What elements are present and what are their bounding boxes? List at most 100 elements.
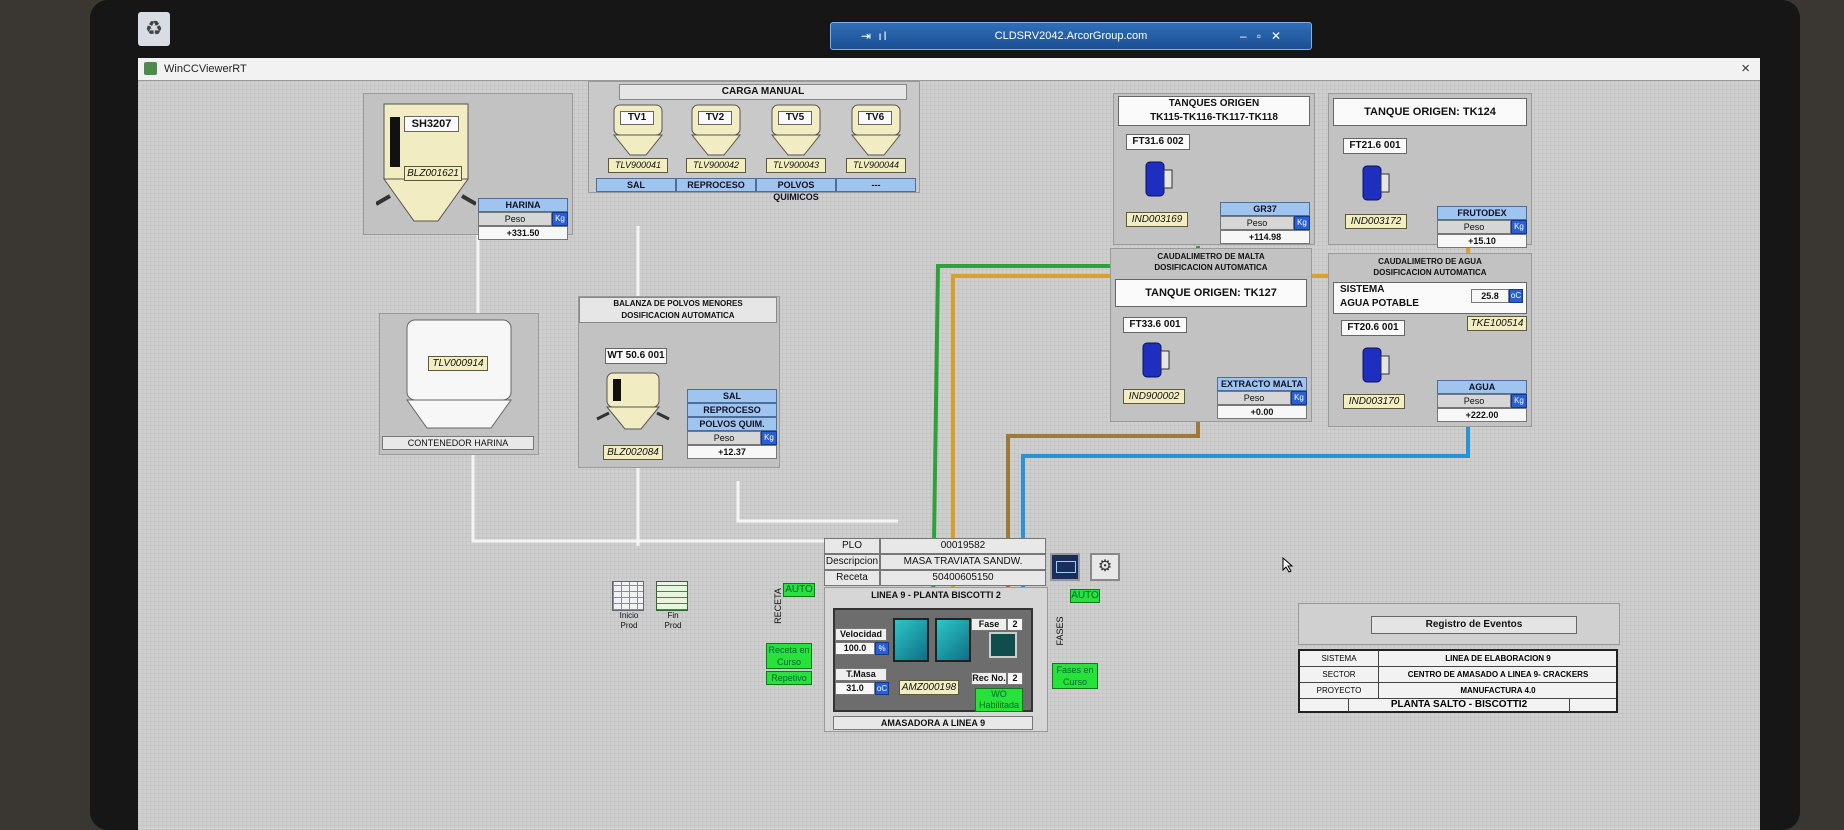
tank-tag[interactable]: TLV900041 (608, 158, 668, 173)
rdp-host: CLDSRV2042.ArcorGroup.com (994, 30, 1148, 42)
mixer-window-left (893, 618, 929, 662)
balanza-panel: BALANZA DE POLVOS MENORES DOSIFICACION A… (578, 296, 780, 468)
agua-peso-label: Peso (1437, 394, 1511, 408)
wo-line1: WO (991, 689, 1007, 699)
plo-value: 00019582 (880, 538, 1046, 554)
rec-label: Rec No. (971, 672, 1007, 685)
plant-name: PLANTA SALTO - BISCOTTI2 (1348, 698, 1570, 712)
agua-temp-tag[interactable]: TKE100514 (1467, 316, 1527, 331)
repetitivo-badge[interactable]: Repetivo (766, 671, 812, 685)
manual-tank-tv2[interactable]: TV2 TLV900042 (686, 103, 746, 173)
tk124-tag[interactable]: IND003172 (1345, 214, 1407, 229)
info-row: SECTOR CENTRO DE AMASADO A LINEA 9- CRAC… (1300, 667, 1616, 683)
info-key: PROYECTO (1300, 683, 1379, 698)
tk124-meter: FT21.6 001 (1343, 138, 1407, 154)
tk124-product: FRUTODEX (1437, 206, 1527, 220)
recycle-bin-icon[interactable]: ♻ (138, 12, 170, 46)
receta-auto-badge[interactable]: AUTO (783, 583, 815, 597)
balanza-peso-label: Peso (687, 431, 761, 445)
silo-tag[interactable]: BLZ001621 (404, 166, 462, 181)
malta-panel: CAUDALIMETRO DE MALTA DOSIFICACION AUTOM… (1110, 248, 1312, 422)
balanza-item-sal: SAL (687, 389, 777, 403)
info-key: SECTOR (1300, 667, 1379, 682)
flour-pipe-b (471, 451, 898, 543)
tk124-value: +15.10 (1437, 234, 1527, 248)
fases-en-curso: Fases en Curso (1052, 663, 1098, 689)
descripcion-value: MASA TRAVIATA SANDW. (880, 554, 1046, 570)
tanques1-product: GR37 (1220, 202, 1310, 216)
tk124-title: TANQUE ORIGEN: TK124 (1333, 98, 1527, 126)
tmasa-value: 31.0 (835, 682, 875, 695)
agua-value: +222.00 (1437, 408, 1527, 422)
balanza-hopper-icon[interactable] (595, 371, 671, 441)
container-icon[interactable] (405, 318, 513, 430)
malta-title-line1: CAUDALIMETRO DE MALTA (1157, 252, 1265, 261)
info-table: SISTEMA LINEA DE ELABORACION 9 SECTOR CE… (1298, 649, 1618, 713)
tank-tag[interactable]: TLV900043 (766, 158, 826, 173)
malta-tank: TANQUE ORIGEN: TK127 (1115, 279, 1307, 307)
wo-line2: Habilitada (978, 700, 1020, 710)
tanques1-value: +114.98 (1220, 230, 1310, 244)
flowmeter-icon[interactable] (1359, 344, 1393, 388)
wo-habilitada[interactable]: WO Habilitada (975, 688, 1023, 712)
malta-tag[interactable]: IND900002 (1123, 389, 1185, 404)
tank-name: TV5 (778, 111, 812, 125)
close-button[interactable]: × (1741, 60, 1750, 77)
balanza-title-line1: BALANZA DE POLVOS MENORES (613, 299, 743, 308)
malta-peso-label: Peso (1217, 391, 1291, 405)
blue-pipe (1021, 426, 1470, 611)
manual-tank-tv5[interactable]: TV5 TLV900043 (766, 103, 826, 173)
pin-icon[interactable]: ⇥ ıl (861, 29, 889, 43)
tank-name: TV1 (620, 111, 654, 125)
tanques1-meter: FT31.6 002 (1126, 134, 1190, 150)
info-key: SISTEMA (1300, 651, 1379, 666)
tanques1-tag[interactable]: IND003169 (1126, 212, 1188, 227)
settings-button[interactable]: ⚙ (1090, 553, 1120, 581)
info-value: CENTRO DE AMASADO A LINEA 9- CRACKERS (1407, 670, 1589, 679)
balanza-unit: Kg (761, 431, 777, 445)
agua-panel: CAUDALIMETRO DE AGUA DOSIFICACION AUTOMA… (1328, 253, 1532, 427)
balanza-tag[interactable]: BLZ002084 (603, 445, 663, 460)
fases-vertical-label: FASES (1055, 616, 1065, 646)
product-polvos-quimicos: POLVOS QUIMICOS (756, 178, 836, 202)
rdp-connection-bar[interactable]: ⇥ ıl CLDSRV2042.ArcorGroup.com –▫✕ (830, 22, 1312, 50)
agua-product: AGUA (1437, 380, 1527, 394)
eventos-panel: Registro de Eventos (1298, 603, 1620, 645)
info-value: MANUFACTURA 4.0 (1460, 686, 1536, 695)
product-reproceso: REPROCESO (676, 178, 756, 192)
malta-title-line2: DOSIFICACION AUTOMATICA (1154, 263, 1268, 272)
process-canvas: SH3207 BLZ001621 HARINA Peso Kg +331.50 … (138, 81, 1760, 830)
tank-tag[interactable]: TLV900044 (846, 158, 906, 173)
tmasa-label: T.Masa (835, 668, 887, 681)
brown-pipe (1006, 421, 1200, 611)
carga-manual-title: CARGA MANUAL (619, 84, 907, 100)
contenedor-tag[interactable]: TLV000914 (428, 356, 488, 371)
rdp-window-controls[interactable]: –▫✕ (1240, 29, 1291, 43)
tanques-origen-1-panel: TANQUES ORIGEN TK115-TK116-TK117-TK118 F… (1113, 93, 1315, 245)
inicio-prod-button[interactable]: Inicio Prod (612, 581, 646, 641)
tank-tag[interactable]: TLV900042 (686, 158, 746, 173)
flowmeter-icon[interactable] (1142, 158, 1176, 202)
harina-unit: Kg (552, 212, 568, 226)
mixer-screen (989, 632, 1017, 658)
malta-product: EXTRACTO MALTA (1217, 377, 1307, 391)
mixer-tag[interactable]: AMZ000198 (899, 680, 959, 695)
manual-tank-tv6[interactable]: TV6 TLV900044 (846, 103, 906, 173)
fin-prod-button[interactable]: Fin Prod (656, 581, 690, 641)
balanza-meter: WT 50.6 001 (605, 348, 667, 364)
velocidad-label: Velocidad (835, 628, 887, 641)
monitor-button[interactable] (1050, 553, 1080, 581)
flowmeter-icon[interactable] (1139, 339, 1173, 383)
registro-eventos-button[interactable]: Registro de Eventos (1371, 616, 1577, 634)
fases-curso-line2: Curso (1062, 677, 1087, 687)
fase-label: Fase (971, 618, 1007, 631)
receta-label: Receta (824, 570, 880, 586)
flowmeter-icon[interactable] (1359, 162, 1393, 206)
fases-auto-badge[interactable]: AUTO (1070, 589, 1100, 603)
receta-curso-line1: Receta en (768, 645, 810, 655)
mouse-cursor-icon (1282, 557, 1294, 573)
agua-tag[interactable]: IND003170 (1343, 394, 1405, 409)
rec-value: 2 (1007, 672, 1023, 685)
balanza-title-line2: DOSIFICACION AUTOMATICA (621, 311, 735, 320)
manual-tank-tv1[interactable]: TV1 TLV900041 (608, 103, 668, 173)
